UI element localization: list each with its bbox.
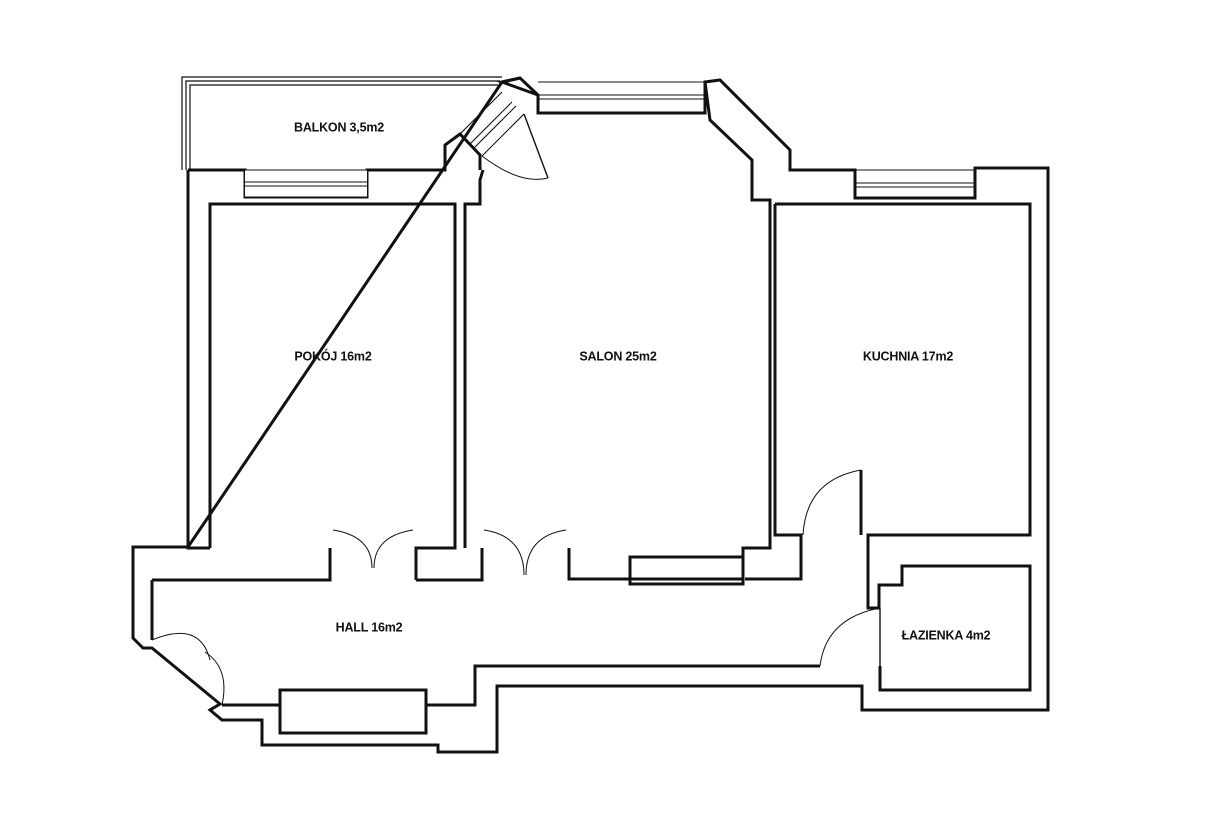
- doors: [151, 113, 881, 706]
- windows: [245, 81, 975, 199]
- salon-walls: [463, 76, 772, 581]
- pokoj-walls: [186, 170, 457, 580]
- room-label-hall: HALL 16m2: [336, 620, 403, 634]
- room-label-pokoj: POKÓJ 16m2: [294, 348, 371, 363]
- kuchnia-walls: [745, 202, 1032, 692]
- room-label-kuchnia: KUCHNIA 17m2: [863, 349, 953, 363]
- hall-walls: [150, 548, 820, 735]
- room-label-balkon: BALKON 3,5m2: [294, 120, 384, 134]
- balcony: BALKON 3,5m2: [181, 76, 502, 170]
- room-label-salon: SALON 25m2: [579, 349, 656, 363]
- fixtures: [278, 555, 745, 735]
- room-label-lazienka: ŁAZIENKA 4m2: [902, 628, 991, 642]
